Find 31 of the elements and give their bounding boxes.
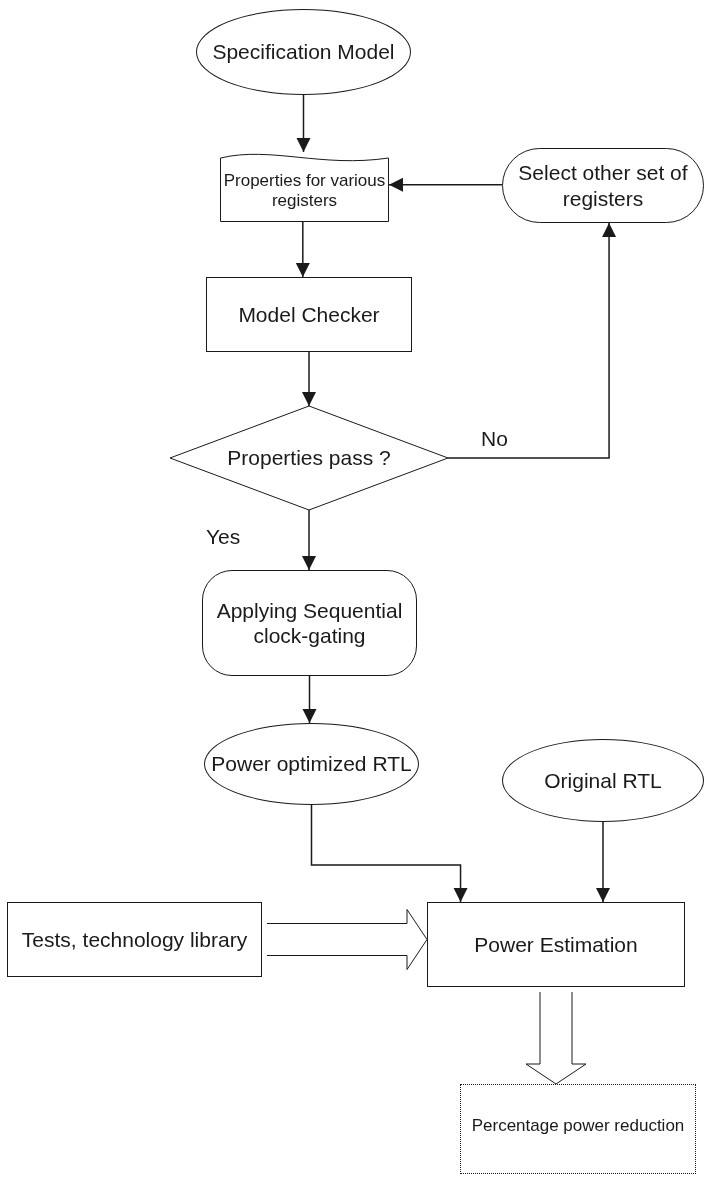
node-label: Original RTL: [544, 767, 662, 794]
arrow: [294, 221, 311, 278]
node-label: Properties pass ?: [227, 445, 391, 471]
process-box: [7, 902, 262, 977]
node-label: Select other set of registers: [517, 160, 689, 211]
node-label: Properties for various registers: [222, 170, 387, 212]
arrow: [388, 176, 503, 193]
arrow: [447, 222, 618, 459]
rounded-process-box: [202, 570, 417, 676]
arrow: [301, 351, 317, 407]
node-label: Specification Model: [212, 39, 395, 65]
arrow: [295, 94, 312, 153]
node-label: Power Estimation: [474, 931, 638, 958]
node-label: Model Checker: [238, 301, 380, 328]
process-box: [427, 902, 685, 987]
arrow: [301, 509, 317, 571]
process-box: [206, 277, 412, 352]
edge-label: No: [481, 428, 508, 449]
edge-label: Yes: [206, 526, 241, 547]
arrow: [301, 675, 318, 724]
block-arrow: [525, 991, 587, 1085]
node-label: Tests, technology library: [21, 926, 248, 953]
block-arrow: [266, 909, 428, 970]
arrow: [310, 804, 469, 903]
node-label: Applying Sequential clock-gating: [215, 597, 404, 649]
node-label: Power optimized RTL: [211, 751, 412, 777]
document-shape: [220, 152, 389, 222]
decision-diamond: [170, 406, 448, 510]
node-label: Percentage power reduction: [471, 1115, 685, 1137]
arrow: [595, 821, 611, 903]
output-box: [460, 1084, 696, 1174]
